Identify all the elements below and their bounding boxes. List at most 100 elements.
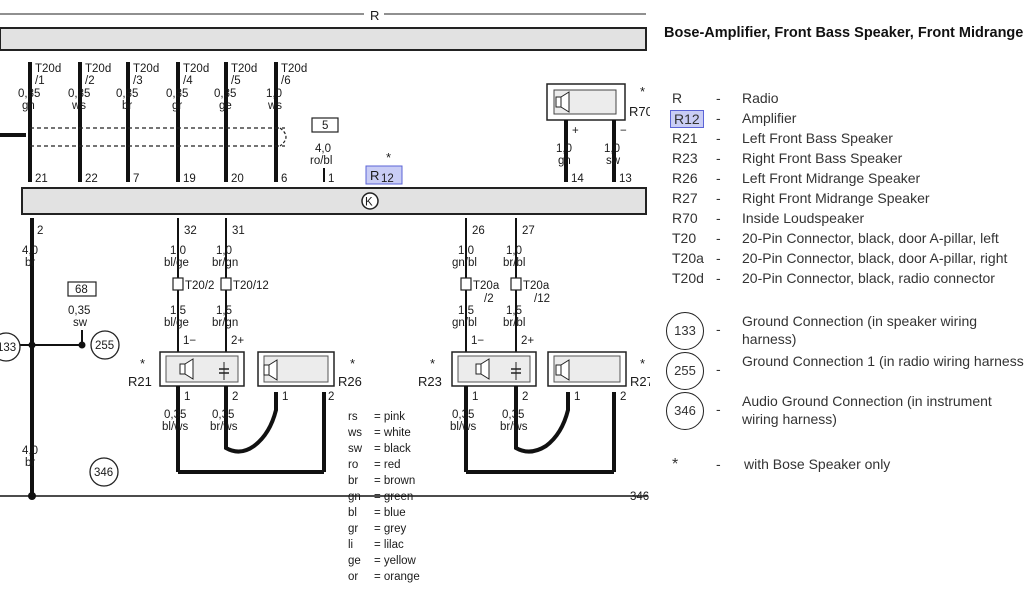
right-mid-1-gauge2: 1,5: [458, 305, 474, 317]
r21-pin2: 2: [232, 391, 238, 403]
cc-abbr-11: or: [348, 571, 358, 583]
cc-eq-3: = black: [374, 443, 411, 455]
r70-wire-2-sign: −: [620, 125, 627, 137]
cc-eq-11: = orange: [374, 571, 420, 583]
cc-abbr-8: gr: [348, 523, 358, 535]
r26-star: *: [350, 356, 355, 371]
r27-star: *: [640, 356, 645, 371]
legend-desc: Right Front Midrange Speaker: [742, 190, 930, 206]
bw-3-gauge: 0,35: [452, 409, 474, 421]
connector-3-pin-r: 7: [133, 173, 139, 185]
connector-6: T20d /6 1,0 ws 6: [266, 63, 307, 185]
r27-label: R27: [630, 374, 650, 389]
connector-4-gauge: 0,35: [166, 88, 188, 100]
bw-4-color: br/ws: [500, 421, 528, 433]
left-mid-2-sign: 2+: [231, 335, 244, 347]
ground-number: 346: [666, 392, 704, 430]
connector-3-color: br: [122, 100, 132, 112]
box-68-color: sw: [73, 317, 88, 329]
speaker-r21: R21 *: [128, 351, 245, 389]
right-mid-1-color2: gn/bl: [452, 317, 477, 329]
legend-code: T20: [672, 230, 697, 246]
cc-eq-4: = red: [374, 459, 401, 471]
amplifier-r12-label: R 12 *: [365, 150, 403, 185]
legend-dash: -: [716, 270, 721, 286]
right-mid-2-gauge: 1,0: [506, 245, 522, 257]
r27-pin1: 1: [574, 391, 580, 403]
left-mid-1-gauge2: 1,5: [170, 305, 186, 317]
legend-code: R26: [672, 170, 698, 186]
legend-dash: -: [716, 170, 721, 186]
connector-1-gauge: 0,35: [18, 88, 40, 100]
ground-desc: Audio Ground Connection (in instrument w…: [742, 393, 992, 427]
bottom-wires: 1 2 1 2 1 2 1 2 0,35 bl/ws 0,35 br/ws 0,…: [162, 386, 626, 474]
cc-abbr-3: sw: [348, 443, 363, 455]
legend-dash: -: [716, 110, 721, 126]
connector-1-name: T20d: [35, 63, 61, 75]
cc-eq-10: = yellow: [374, 555, 417, 567]
left-mid-1-color: bl/ge: [164, 257, 189, 269]
cc-eq-5: = brown: [374, 475, 415, 487]
r70-wire-1-sign: +: [572, 125, 579, 137]
connector-1-color: gn: [22, 100, 35, 112]
star-symbol: *: [672, 456, 679, 473]
r70-wire-2-pin: 13: [619, 173, 632, 185]
legend-desc: Amplifier: [742, 110, 797, 126]
legend-desc: 20-Pin Connector, black, radio connector: [742, 270, 995, 286]
connector-4-name: T20d: [183, 63, 209, 75]
connector-6-pin-r: 6: [281, 173, 287, 185]
r70-wire-1-color: gn: [558, 155, 571, 167]
connector-2-pin-r: 22: [85, 173, 98, 185]
cc-eq-2: = white: [374, 427, 411, 439]
connector-2-gauge: 0,35: [68, 88, 90, 100]
right-mid-2-pin: 27: [522, 225, 535, 237]
ground-gauge: 4,0: [22, 245, 38, 257]
legend-dash: -: [716, 150, 721, 166]
connector-4-color: gr: [172, 100, 182, 112]
legend-desc: Left Front Bass Speaker: [742, 130, 893, 146]
left-mid-2-gauge2: 1,5: [216, 305, 232, 317]
r26-pin1: 1: [282, 391, 288, 403]
ground-pin: 2: [37, 225, 43, 237]
ground-255: 255: [90, 330, 120, 360]
r70-wire-1-gauge: 1,0: [556, 143, 572, 155]
bw-4-gauge: 0,35: [502, 409, 524, 421]
legend-dash: -: [716, 90, 721, 106]
ground-dash: -: [716, 401, 721, 417]
legend-desc: 20-Pin Connector, black, door A-pillar, …: [742, 250, 1008, 266]
cc-eq-1: = pink: [374, 411, 405, 423]
r70-label: R70: [629, 104, 650, 119]
cc-eq-6: = green: [374, 491, 413, 503]
amplifier-r12-sub: 12: [381, 173, 394, 185]
legend-code: R23: [672, 150, 698, 166]
left-mid-1-color2: bl/ge: [164, 317, 189, 329]
ground-dash: -: [716, 361, 721, 377]
legend-panel: Bose-Amplifier, Front Bass Speaker, Fron…: [664, 24, 1024, 494]
legend-code: R27: [672, 190, 698, 206]
connector-3-pin: /3: [133, 75, 143, 87]
cc-abbr-4: ro: [348, 459, 358, 471]
ground-color-2: br: [25, 457, 35, 469]
r27-pin2: 2: [620, 391, 626, 403]
connector-1-pin-r: 21: [35, 173, 48, 185]
right-mid-2-conn: T20a: [523, 280, 550, 292]
connector-2-name: T20d: [85, 63, 111, 75]
connector-6-color: ws: [267, 100, 282, 112]
wiring-diagram: R K T20d /1 0,35 gn 21 T20d /2 0,35: [0, 8, 650, 583]
fuse-5-label: 5: [322, 120, 328, 132]
ground-number: 133: [666, 312, 704, 350]
right-mid-2-gauge2: 1,5: [506, 305, 522, 317]
cc-abbr-6: gn: [348, 491, 361, 503]
page-title: Bose-Amplifier, Front Bass Speaker, Fron…: [664, 25, 1024, 41]
connector-3-name: T20d: [133, 63, 159, 75]
bw-3-color: bl/ws: [450, 421, 476, 433]
ground-133-label: 133: [0, 342, 16, 354]
r26-pin2: 2: [328, 391, 334, 403]
right-mid-2-color: br/bl: [503, 257, 525, 269]
r70-wire-1-pin: 14: [571, 173, 584, 185]
amplifier-r12-text: R: [370, 168, 379, 183]
ground-desc: Ground Connection 1 (in radio wiring har…: [742, 353, 1024, 369]
top-connector-labels: T20d /1 0,35 gn 21 T20d /2 0,35 ws 22 T2…: [18, 63, 307, 185]
legend-desc: Inside Loudspeaker: [742, 210, 865, 226]
radio-bar: R: [0, 8, 647, 51]
